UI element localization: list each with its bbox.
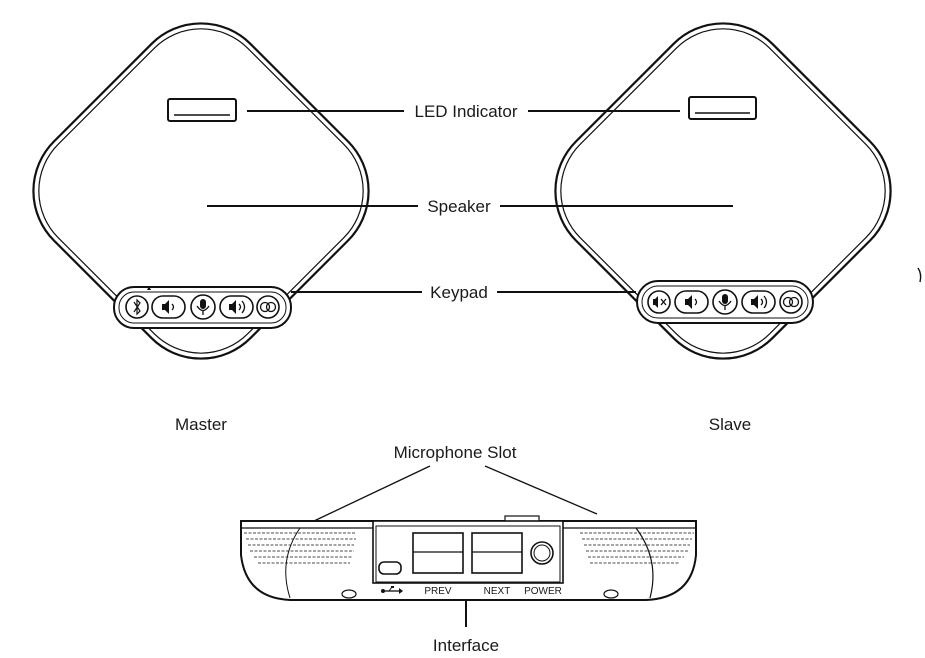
volume-up-icon bbox=[741, 290, 776, 314]
link-icon bbox=[779, 290, 803, 314]
usb-icon bbox=[381, 586, 403, 594]
callout-speaker: Speaker bbox=[207, 197, 733, 216]
next-port bbox=[471, 532, 523, 574]
slave-body-outline bbox=[554, 22, 892, 360]
microphone-icon bbox=[190, 294, 216, 320]
right-foot bbox=[603, 589, 619, 599]
master-led-indicator bbox=[167, 98, 237, 122]
microphone-slot-label: Microphone Slot bbox=[394, 443, 517, 462]
prev-label: PREV bbox=[424, 586, 452, 597]
slave-body-inner-outline bbox=[560, 28, 886, 354]
left-speaker-grille bbox=[244, 532, 356, 564]
link-icon bbox=[256, 295, 280, 319]
keypad-label: Keypad bbox=[430, 283, 488, 302]
microphone-icon bbox=[712, 289, 738, 315]
next-label: NEXT bbox=[484, 586, 511, 597]
interface-label: Interface bbox=[433, 636, 499, 655]
master-label: Master bbox=[175, 415, 227, 434]
volume-down-icon bbox=[151, 295, 186, 319]
right-speaker-grille bbox=[580, 532, 694, 564]
callout-keypad: Keypad bbox=[291, 283, 636, 302]
led-indicator-label: LED Indicator bbox=[415, 102, 518, 121]
master-body-inner-outline bbox=[38, 28, 364, 354]
bluetooth-icon bbox=[125, 295, 149, 319]
speaker-label: Speaker bbox=[427, 197, 491, 216]
power-label: POWER bbox=[524, 586, 562, 597]
slave-keypad bbox=[636, 280, 814, 324]
interface-view: Microphone Slot bbox=[240, 443, 697, 655]
callout-led-indicator: LED Indicator bbox=[247, 102, 680, 121]
master-unit: Master bbox=[32, 22, 370, 434]
slave-led-indicator bbox=[688, 96, 757, 120]
prev-port bbox=[412, 532, 464, 574]
slave-label: Slave bbox=[709, 415, 752, 434]
master-keypad bbox=[113, 286, 292, 329]
volume-up-icon bbox=[219, 295, 254, 319]
bluetooth-status-mark bbox=[147, 286, 151, 290]
slave-unit: Slave bbox=[554, 22, 892, 434]
master-body-outline bbox=[32, 22, 370, 360]
port-panel bbox=[372, 520, 564, 584]
edge-fragment bbox=[917, 267, 922, 283]
usb-port bbox=[378, 561, 402, 575]
volume-down-icon bbox=[674, 290, 709, 314]
left-foot bbox=[341, 589, 357, 599]
mute-icon bbox=[647, 290, 671, 314]
